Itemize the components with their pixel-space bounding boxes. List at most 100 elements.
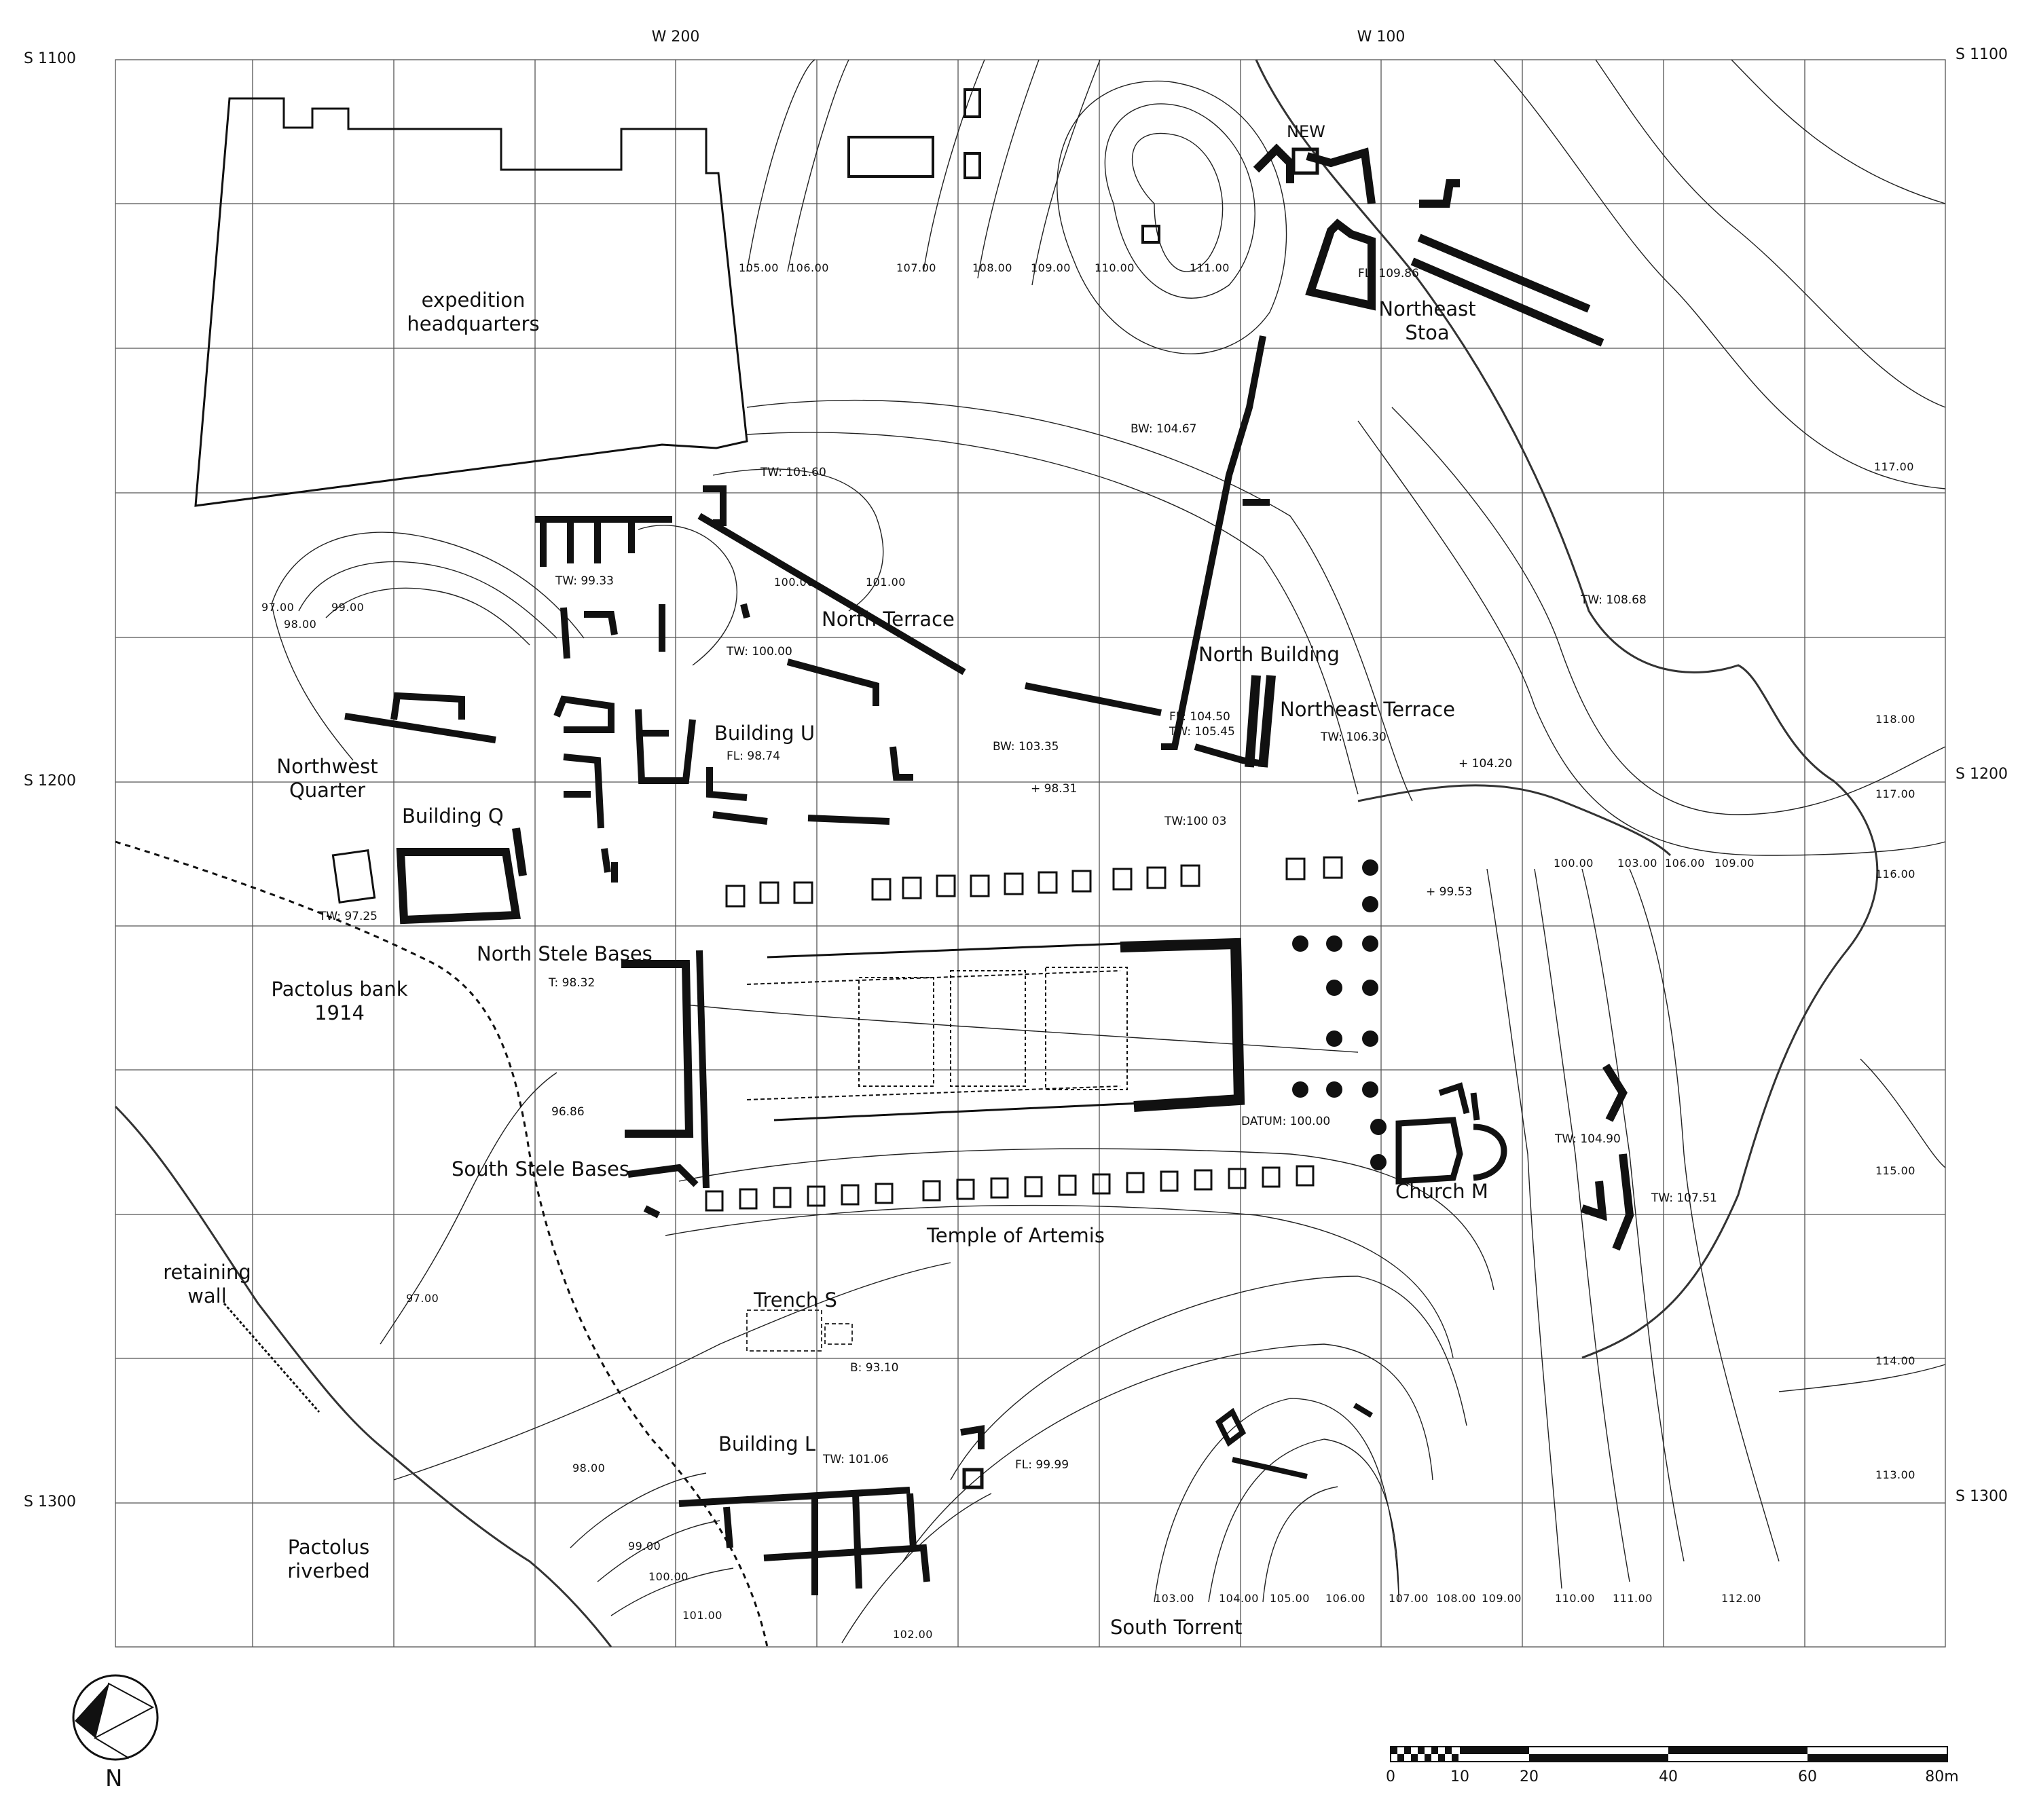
meas-tw-101-60: TW: 101.60	[760, 466, 826, 479]
contour-label: 110.00	[1095, 261, 1135, 274]
meas-pt-99-53: + 99.53	[1426, 885, 1473, 899]
pactolus-bank-1914-line	[115, 840, 769, 1648]
label-trench-s: Trench S	[754, 1288, 837, 1312]
contour-label: 101.00	[682, 1609, 722, 1622]
hilltop-marker	[1141, 225, 1160, 244]
contour-label: 103.00	[1617, 857, 1657, 870]
contour-label: 109.00	[1482, 1592, 1522, 1605]
meas-tw-107-51: TW: 107.51	[1651, 1191, 1717, 1205]
grid-label-right-s1300: S 1300	[1956, 1488, 2008, 1505]
contour-label: 98.00	[572, 1462, 606, 1474]
label-building-q: Building Q	[402, 804, 504, 828]
contour-label: 112.00	[1721, 1592, 1761, 1605]
scale-tick-0: 0	[1386, 1768, 1395, 1785]
east-bank-hatching	[1255, 59, 1879, 1359]
meas-tw-101-06: TW: 101.06	[823, 1453, 889, 1466]
grid-lines	[115, 59, 1946, 1648]
meas-datum: DATUM: 100.00	[1241, 1115, 1331, 1128]
contour-label: 115.00	[1875, 1164, 1915, 1177]
meas-tw-104-90: TW: 104.90	[1555, 1132, 1621, 1146]
meas-pt-98-31: + 98.31	[1031, 782, 1078, 796]
temple-columns	[1292, 859, 1387, 1170]
meas-tw-106-30: TW: 106.30	[1321, 730, 1387, 744]
scale-tick-10: 10	[1450, 1768, 1469, 1785]
contour-label: 111.00	[1613, 1592, 1653, 1605]
meas-tw-108-68: TW: 108.68	[1581, 593, 1647, 607]
contour-label: 117.00	[1874, 460, 1914, 473]
contour-label: 109.00	[1031, 261, 1071, 274]
contour-label: 102.00	[893, 1628, 933, 1641]
label-temple-of-artemis: Temple of Artemis	[927, 1224, 1105, 1247]
meas-b-93-10: B: 93.10	[850, 1361, 899, 1375]
grid-label-w200: W 200	[651, 29, 700, 45]
north-terrace-walls	[697, 485, 1162, 825]
contour-label: 113.00	[1875, 1468, 1915, 1481]
contour-label: 100.00	[1554, 857, 1594, 870]
river-bank-hatching	[114, 1105, 612, 1648]
small-square-q	[331, 849, 376, 904]
grid-label-left-s1300: S 1300	[24, 1493, 76, 1510]
meas-tw-105-45: TW: 105.45	[1169, 725, 1235, 739]
contour-label: 106.00	[1325, 1592, 1365, 1605]
label-building-l: Building L	[718, 1432, 816, 1455]
grid-label-left-s1200: S 1200	[24, 773, 76, 790]
contour-label: 97.00	[261, 601, 295, 614]
scale-tick-40: 40	[1659, 1768, 1678, 1785]
contour-label: 103.00	[1154, 1592, 1194, 1605]
contour-label: 108.00	[1436, 1592, 1476, 1605]
meas-tw-100-03: TW:100 03	[1164, 815, 1227, 828]
contour-label: 116.00	[1875, 868, 1915, 880]
new-structure	[1291, 147, 1319, 175]
grid-label-w100: W 100	[1357, 29, 1406, 45]
stele-bases-south	[705, 1165, 1315, 1212]
contour-label: 105.00	[739, 261, 779, 274]
small-rectangles-top	[847, 88, 981, 179]
meas-fl-98-74: FL: 98.74	[727, 749, 781, 763]
meas-tw-97-25: TW: 97.25	[319, 910, 378, 923]
contour-label: 106.00	[789, 261, 829, 274]
building-q-walls	[396, 828, 527, 925]
contour-label: 106.00	[1665, 857, 1705, 870]
stele-bases-north	[725, 856, 1343, 908]
meas-fl-104-50: FL: 104.50	[1169, 710, 1230, 724]
expedition-headquarters-outline	[194, 97, 748, 507]
contour-label: 100.00	[648, 1570, 689, 1583]
contour-label: 114.00	[1875, 1354, 1915, 1367]
south-east-walls	[1215, 1403, 1374, 1479]
contour-label: 109.00	[1714, 857, 1755, 870]
contour-label: 118.00	[1875, 713, 1915, 726]
north-arrow-icon	[72, 1674, 159, 1761]
contour-label: 98.00	[284, 618, 317, 631]
meas-tw-99-33: TW: 99.33	[555, 574, 614, 588]
scale-tick-60: 60	[1798, 1768, 1817, 1785]
contour-label: 110.00	[1555, 1592, 1595, 1605]
north-arrow-label: N	[105, 1765, 123, 1792]
northwest-quarter-walls	[344, 516, 748, 883]
trench-s	[746, 1310, 853, 1352]
contour-label: 111.00	[1190, 261, 1230, 274]
contour-label: 100.00	[774, 576, 814, 589]
contour-label: 117.00	[1875, 787, 1915, 800]
meas-fl-109-86: FL: 109.86	[1358, 267, 1419, 280]
grid-label-left-s1100: S 1100	[24, 50, 76, 67]
east-structures	[1581, 1063, 1634, 1251]
meas-bw-104-67: BW: 104.67	[1131, 422, 1197, 436]
building-l-small-square	[962, 1468, 984, 1489]
contour-label: 107.00	[896, 261, 936, 274]
contour-label: 105.00	[1270, 1592, 1310, 1605]
church-m	[1395, 1082, 1507, 1185]
meas-pt-96-86: 96.86	[551, 1105, 585, 1119]
building-l-walls	[678, 1425, 985, 1595]
meas-fl-99-99: FL: 99.99	[1015, 1458, 1069, 1472]
meas-tw-100-00: TW: 100.00	[727, 645, 792, 658]
contour-label: 104.00	[1219, 1592, 1259, 1605]
north-building-walls	[1161, 335, 1270, 767]
northeast-terrace-walls	[1245, 675, 1276, 768]
